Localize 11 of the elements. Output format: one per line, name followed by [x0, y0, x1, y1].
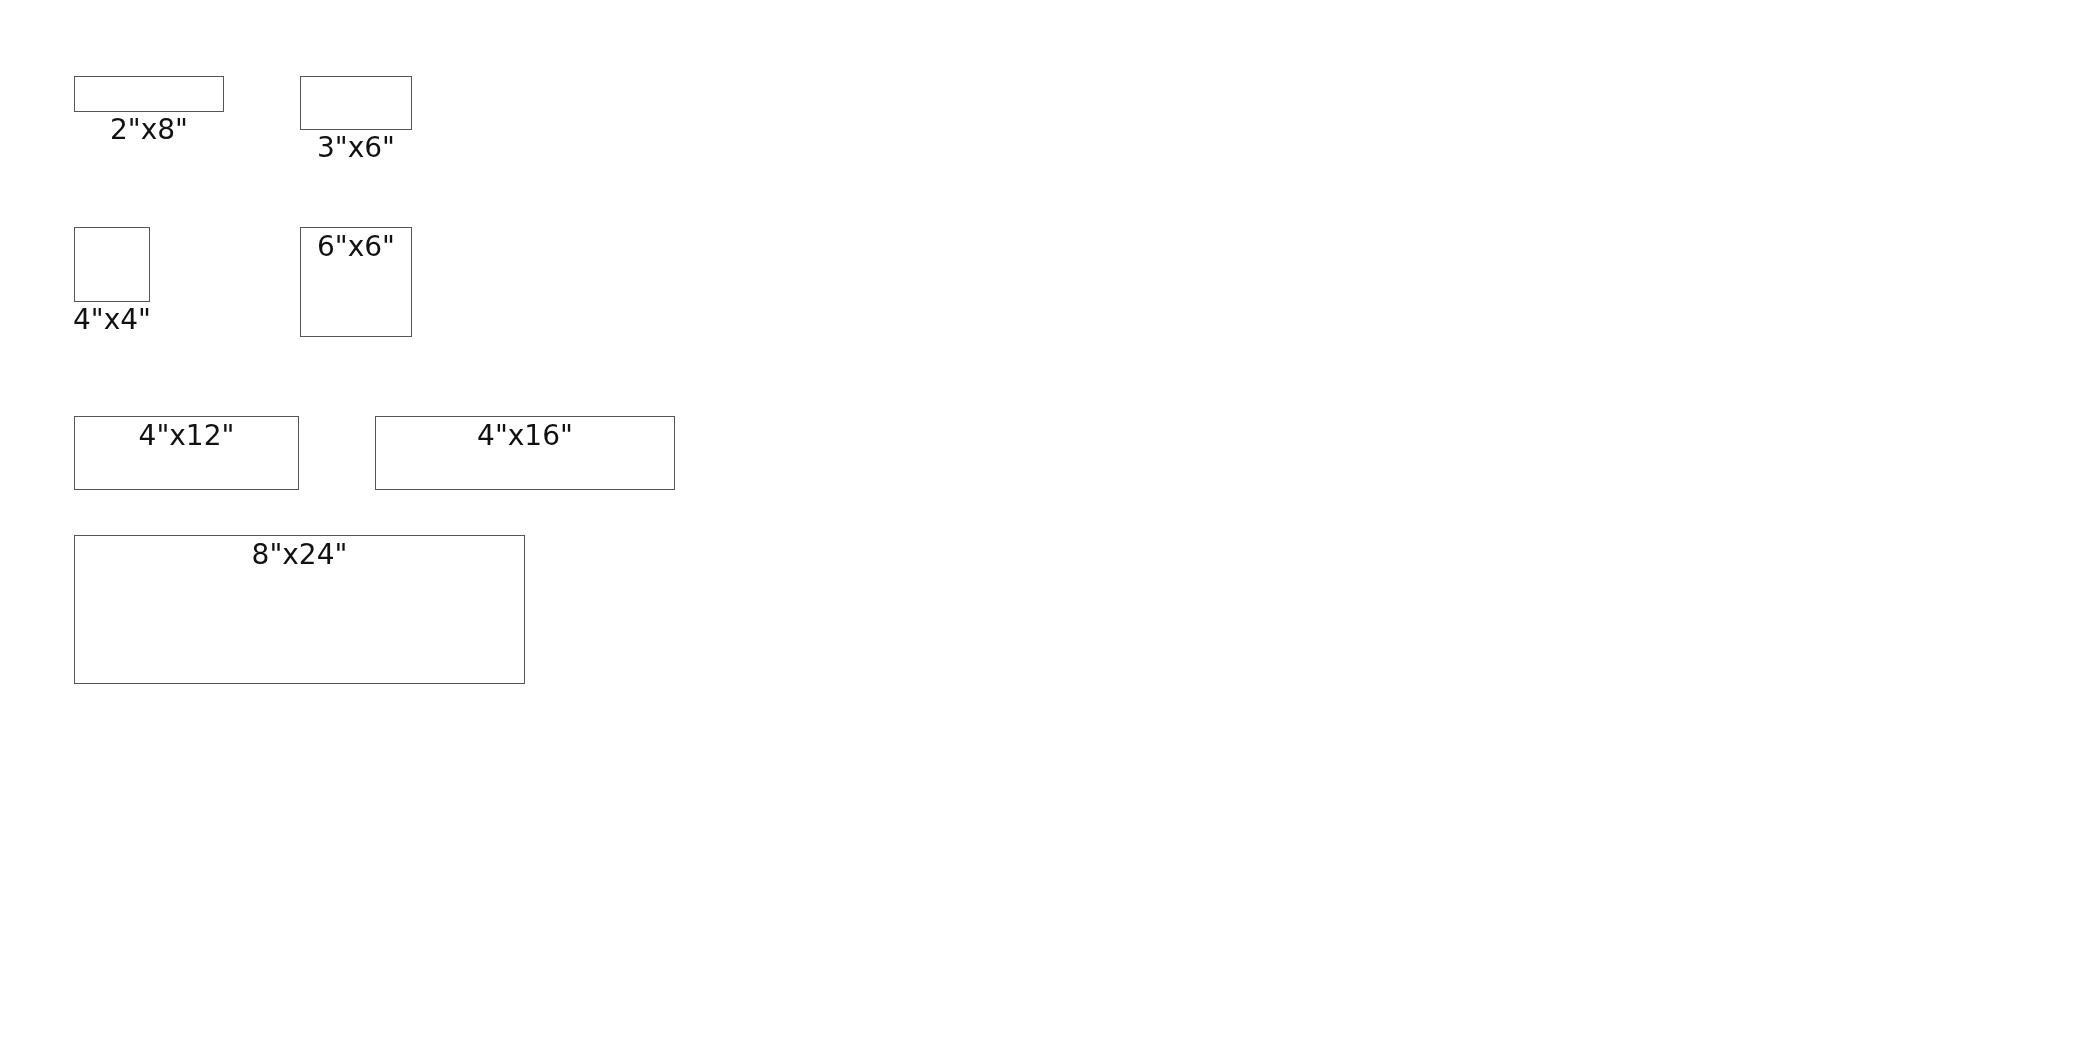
size-rectangle — [74, 535, 525, 684]
dimension-label: 4"x12" — [138, 421, 235, 452]
dimension-label: 8"x24" — [251, 540, 348, 571]
dimension-label: 6"x6" — [317, 232, 395, 263]
dimension-label: 3"x6" — [317, 133, 395, 164]
size-rectangle — [375, 416, 675, 490]
dimension-label: 4"x4" — [73, 305, 151, 336]
size-rectangle — [300, 227, 412, 337]
dimension-label: 2"x8" — [110, 115, 188, 146]
dimension-label: 4"x16" — [477, 421, 573, 452]
size-rectangle — [74, 416, 299, 490]
